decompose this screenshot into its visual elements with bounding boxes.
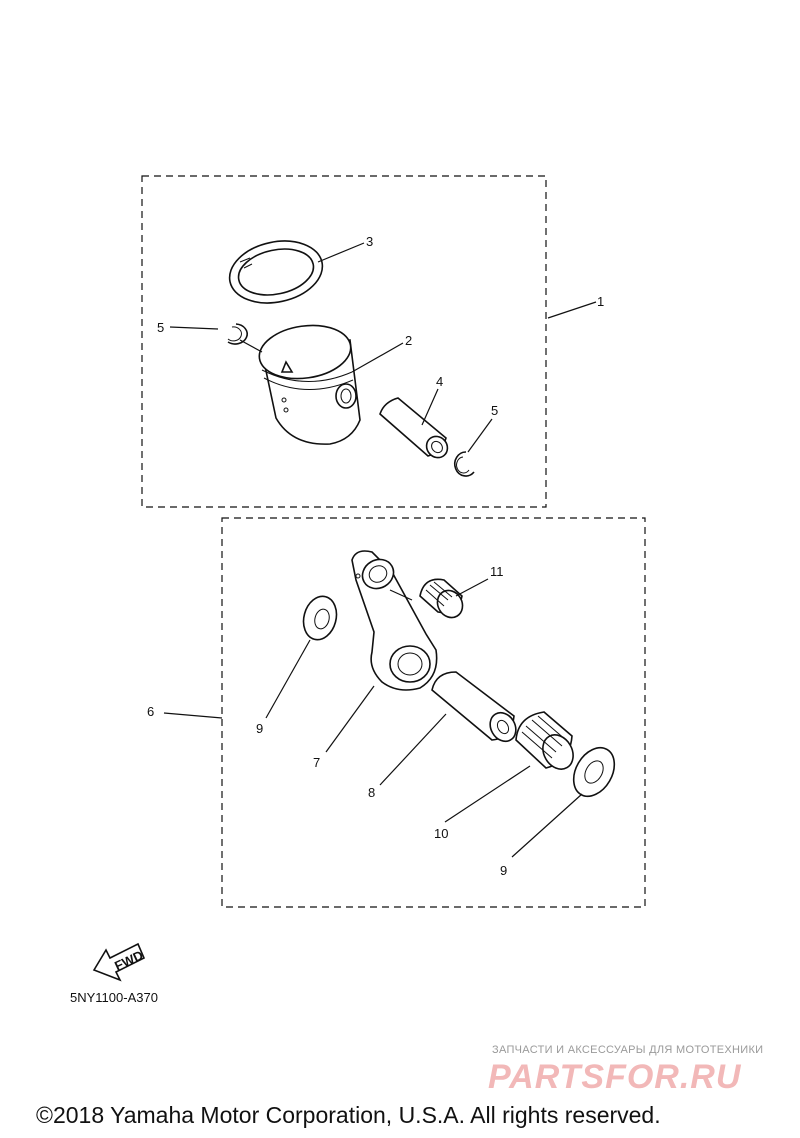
thrust-washer-part-2 — [572, 746, 616, 798]
piston-pin-clip-part — [227, 323, 248, 345]
big-end-bearing-part — [515, 711, 574, 770]
connecting-rod-kit-group-box — [221, 517, 646, 908]
crank-pin-part — [431, 671, 517, 743]
piston-pin-part — [379, 397, 449, 459]
fwd-arrow-icon: FWD — [92, 942, 145, 982]
leader-lines — [163, 242, 597, 858]
callout-1: 1 — [597, 294, 604, 309]
callout-5-upper: 5 — [157, 320, 164, 335]
piston-kit-group-box — [141, 175, 547, 508]
callout-2: 2 — [405, 333, 412, 348]
callout-9-upper: 9 — [256, 721, 263, 736]
callout-5-lower: 5 — [491, 403, 498, 418]
watermark-caption: ЗАПЧАСТИ И АКСЕССУАРЫ ДЛЯ МОТОТЕХНИКИ — [492, 1044, 764, 1056]
piston-ring-part — [228, 240, 324, 304]
callout-7: 7 — [313, 755, 320, 770]
callout-4: 4 — [436, 374, 443, 389]
fwd-label: FWD — [112, 947, 145, 973]
callout-6: 6 — [147, 704, 154, 719]
callout-9-lower: 9 — [500, 863, 507, 878]
callout-10: 10 — [434, 826, 448, 841]
connecting-rod-part — [351, 550, 438, 691]
drawing-code: 5NY1100-A370 — [70, 990, 158, 1005]
piston-pin-clip-part-2 — [454, 451, 475, 477]
thrust-washer-part — [302, 595, 338, 641]
callout-11: 11 — [490, 564, 504, 579]
callout-8: 8 — [368, 785, 375, 800]
copyright-notice: ©2018 Yamaha Motor Corporation, U.S.A. A… — [36, 1102, 661, 1128]
callout-3: 3 — [366, 234, 373, 249]
watermark-logo: PARTSFOR.RU — [488, 1058, 742, 1096]
piston-part — [258, 324, 361, 445]
small-end-bearing-part — [419, 578, 464, 619]
